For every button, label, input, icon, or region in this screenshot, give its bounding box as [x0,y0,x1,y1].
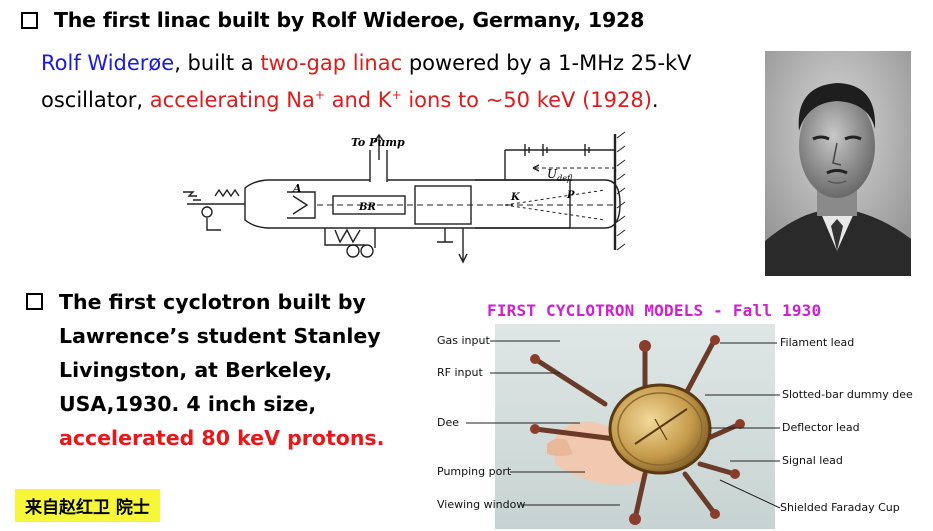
cyclotron-photo [495,324,775,529]
cyc-line-highlight: accelerated 80 keV protons. [59,426,385,450]
linac-heading: The first linac built by Rolf Wideroe, G… [54,8,645,32]
text-span: powered by a 1-MHz 25-kV [402,51,692,75]
superscript: + [391,88,402,102]
text-span: , built a [174,51,261,75]
cyc-line: Livingston, at Berkeley, [59,358,333,382]
label-shielded-faraday-cup: Shielded Faraday Cup [780,501,900,514]
cyc-line: Lawrence’s student Stanley [59,324,381,348]
linac-paragraph-line1: Rolf Widerøe, built a two-gap linac powe… [41,47,692,79]
label-rf-input: RF input [437,366,483,379]
two-gap-linac: two-gap linac [260,51,403,75]
label-slotted-bar-dummy-dee: Slotted-bar dummy dee [782,388,913,401]
linac-schematic: To Pump A BR K P Udefl [183,131,626,264]
label-p: P [566,190,575,201]
accel-phrase: accelerating Na+ and K+ ions to ~50 keV … [150,88,652,112]
linac-paragraph: Rolf Widerøe, built a two-gap linac powe… [41,47,692,116]
text-span: . [651,88,659,112]
label-to-pump: To Pump [351,136,405,149]
checkbox-icon [26,293,43,310]
wideroe-name: Rolf Widerøe [41,51,175,75]
label-gas-input: Gas input [437,334,490,347]
text-span: accelerating Na [149,88,315,112]
cyc-line: USA,1930. 4 inch size, [59,392,317,416]
label-pumping-port: Pumping port [437,465,512,478]
cyc-line: The first cyclotron built by [59,290,366,314]
source-note: 来自赵红卫 院士 [15,489,160,522]
checkbox-icon [21,12,38,29]
u-subscript: defl [557,174,573,183]
label-u-defl: Udefl [547,167,573,183]
linac-paragraph-line2: oscillator, accelerating Na+ and K+ ions… [41,79,692,116]
text-span: oscillator, [41,88,150,112]
label-br: BR [358,202,376,213]
label-a: A [292,182,302,195]
text-span: and K [324,88,392,112]
label-filament-lead: Filament lead [780,336,855,349]
label-viewing-window: Viewing window [437,498,526,511]
label-deflector-lead: Deflector lead [782,421,860,434]
label-dee: Dee [437,416,460,429]
wideroe-portrait [765,51,911,276]
cyclotron-text: The first cyclotron built by Lawrence’s … [59,285,384,455]
text-span: ions to ~50 keV (1928) [401,88,652,112]
label-k: K [510,192,521,203]
label-signal-lead: Signal lead [782,454,843,467]
u-symbol: U [547,167,558,181]
superscript: + [314,88,325,102]
cyclotron-photo-title: FIRST CYCLOTRON MODELS - Fall 1930 [487,301,822,320]
